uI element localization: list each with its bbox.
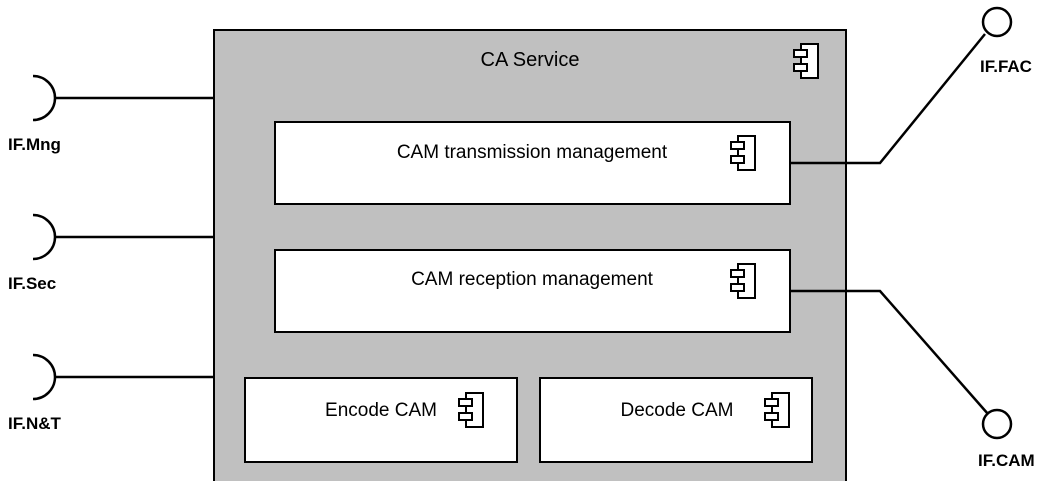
lollipop-icon [981, 408, 1013, 440]
component-label: Encode CAM [325, 400, 437, 421]
component-label: Decode CAM [621, 400, 734, 421]
interface-label: IF.Mng [8, 135, 61, 154]
component-label: CAM transmission management [397, 142, 668, 163]
lollipop-icon [981, 6, 1013, 38]
interface-if-nt[interactable]: IF.N&T [8, 353, 215, 433]
socket-icon [32, 353, 57, 401]
component-cam-transmission-management[interactable]: CAM transmission management [274, 121, 791, 205]
interface-label: IF.Sec [8, 274, 56, 293]
interface-if-sec[interactable]: IF.Sec [8, 213, 215, 293]
interface-label: IF.CAM [978, 451, 1035, 470]
socket-icon [32, 213, 57, 261]
interface-if-mng[interactable]: IF.Mng [8, 74, 215, 154]
component-encode-cam[interactable]: Encode CAM [244, 377, 518, 463]
container-title: CA Service [481, 49, 580, 71]
connector-line [790, 289, 989, 415]
interface-label: IF.FAC [980, 57, 1032, 76]
component-decode-cam[interactable]: Decode CAM [539, 377, 813, 463]
interface-label: IF.N&T [8, 414, 62, 433]
interface-if-fac[interactable]: IF.FAC [790, 6, 1032, 165]
cam-reception-box [274, 249, 791, 333]
socket-icon [32, 74, 57, 122]
component-cam-reception-management[interactable]: CAM reception management [274, 249, 791, 333]
component-label: CAM reception management [411, 269, 654, 290]
interface-if-cam[interactable]: IF.CAM [790, 289, 1035, 470]
connector-line [790, 33, 986, 165]
cam-transmission-box [274, 121, 791, 205]
